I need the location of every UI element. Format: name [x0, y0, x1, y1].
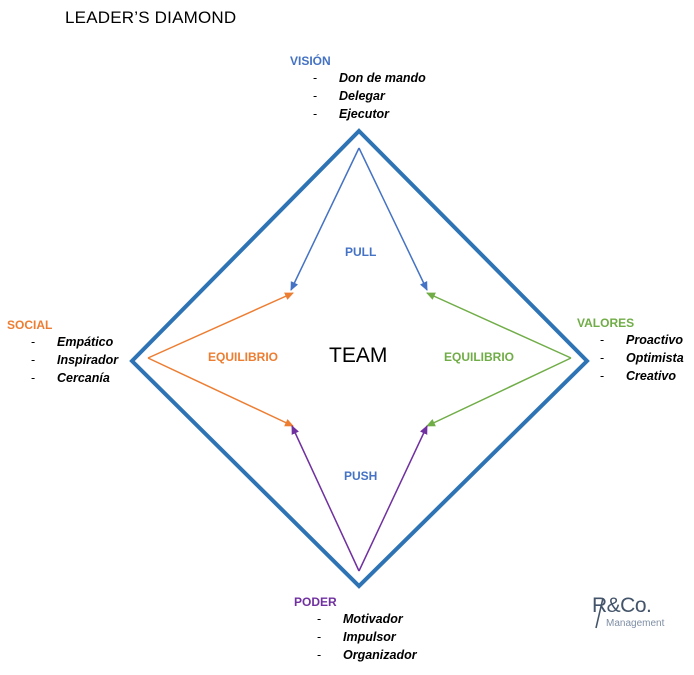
vision-arrow-right — [358, 147, 428, 291]
poder-arrow-left — [291, 425, 360, 572]
logo-subtitle: Management — [606, 618, 665, 629]
diagram-title: LEADER’S DIAMOND — [65, 8, 237, 27]
valores-heading: VALORES — [577, 316, 635, 330]
outer-diamond — [129, 128, 590, 589]
social-heading: SOCIAL — [7, 318, 53, 332]
social-arrow-bottom — [147, 357, 294, 427]
pull-label: PULL — [345, 245, 377, 259]
vision-heading: VISIÓN — [290, 54, 331, 68]
company-logo: R&Co. Management — [582, 594, 682, 632]
vision-arrow-left — [290, 147, 360, 291]
poder-heading: PODER — [294, 595, 337, 609]
logo-mark: R&Co. — [592, 594, 652, 617]
logo-slash — [595, 597, 604, 629]
valores-arrow-bottom — [426, 357, 572, 427]
poder-arrow-right — [358, 425, 428, 572]
social-arrow-top — [147, 292, 294, 359]
equilibrio-left-label: EQUILIBRIO — [208, 350, 279, 364]
team-label: TEAM — [329, 344, 388, 367]
push-label: PUSH — [344, 469, 378, 483]
valores-arrow-top — [426, 292, 572, 359]
equilibrio-right-label: EQUILIBRIO — [444, 350, 515, 364]
